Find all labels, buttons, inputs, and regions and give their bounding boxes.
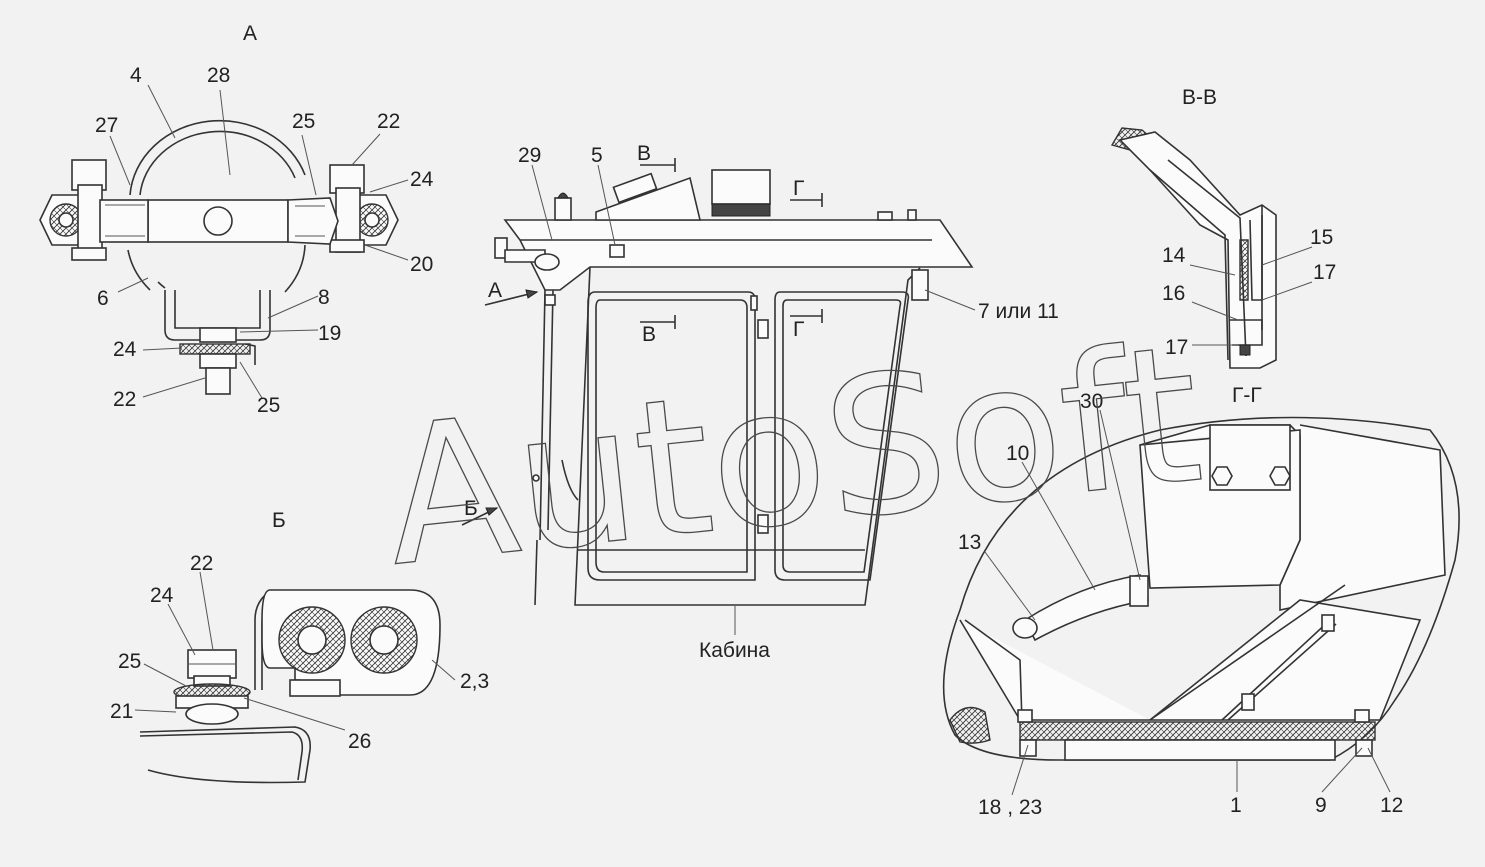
leader-lines: [109, 84, 1391, 796]
label-a-4: 4: [130, 64, 142, 87]
label-b-22: 22: [190, 552, 213, 575]
label-a-27: 27: [95, 114, 118, 137]
label-a-24: 24: [410, 168, 434, 191]
label-a-6: 6: [97, 287, 109, 310]
view-arrow-a-label: А: [488, 279, 502, 302]
label-gg-30: 30: [1080, 390, 1103, 413]
view-a-clamp: [39, 119, 399, 395]
label-vv-16: 16: [1162, 282, 1185, 305]
label-vv-17b: 17: [1165, 336, 1188, 359]
label-cab-29: 29: [518, 144, 541, 167]
label-gg-12: 12: [1380, 794, 1403, 817]
cabin-side-view: [461, 158, 974, 606]
label-a-25: 25: [292, 110, 315, 133]
label-a-22b: 22: [113, 388, 136, 411]
watermark-text: AutoSoft: [376, 303, 1211, 608]
label-gg-1: 1: [1230, 794, 1242, 817]
label-gg-10: 10: [1006, 442, 1029, 465]
label-a-24b: 24: [113, 338, 137, 361]
section-g-top-label: Г: [793, 177, 804, 200]
view-title-a: А: [243, 22, 257, 45]
label-gg-9: 9: [1315, 794, 1327, 817]
label-a-25b: 25: [257, 394, 280, 417]
label-cab-7-or-11: 7 или 11: [978, 300, 1059, 323]
label-b-24: 24: [150, 584, 174, 607]
label-b-2-3: 2,3: [460, 670, 489, 693]
label-gg-13: 13: [958, 531, 981, 554]
view-title-vv: В-В: [1182, 86, 1217, 109]
label-vv-14: 14: [1162, 244, 1186, 267]
label-a-8: 8: [318, 286, 330, 309]
label-a-19: 19: [318, 322, 341, 345]
section-gg: [942, 416, 1460, 761]
view-title-gg: Г-Г: [1232, 384, 1262, 407]
label-gg-18-23: 18 , 23: [978, 796, 1042, 819]
section-vv: [1110, 127, 1277, 369]
label-b-25: 25: [118, 650, 141, 673]
label-a-20: 20: [410, 253, 433, 276]
cabin-label: Кабина: [699, 639, 770, 662]
label-b-21: 21: [110, 700, 133, 723]
view-title-b: Б: [272, 509, 286, 532]
label-cab-5: 5: [591, 144, 603, 167]
label-a-22: 22: [377, 110, 400, 133]
view-b-cable-holder: [139, 589, 441, 784]
label-vv-17: 17: [1313, 261, 1336, 284]
label-a-28: 28: [207, 64, 230, 87]
label-vv-15: 15: [1310, 226, 1333, 249]
view-arrow-b-label: Б: [464, 497, 478, 520]
label-b-26: 26: [348, 730, 371, 753]
section-v-bottom-label: В: [642, 323, 656, 346]
section-v-top-label: В: [637, 142, 651, 165]
section-g-bottom-label: Г: [793, 318, 804, 341]
